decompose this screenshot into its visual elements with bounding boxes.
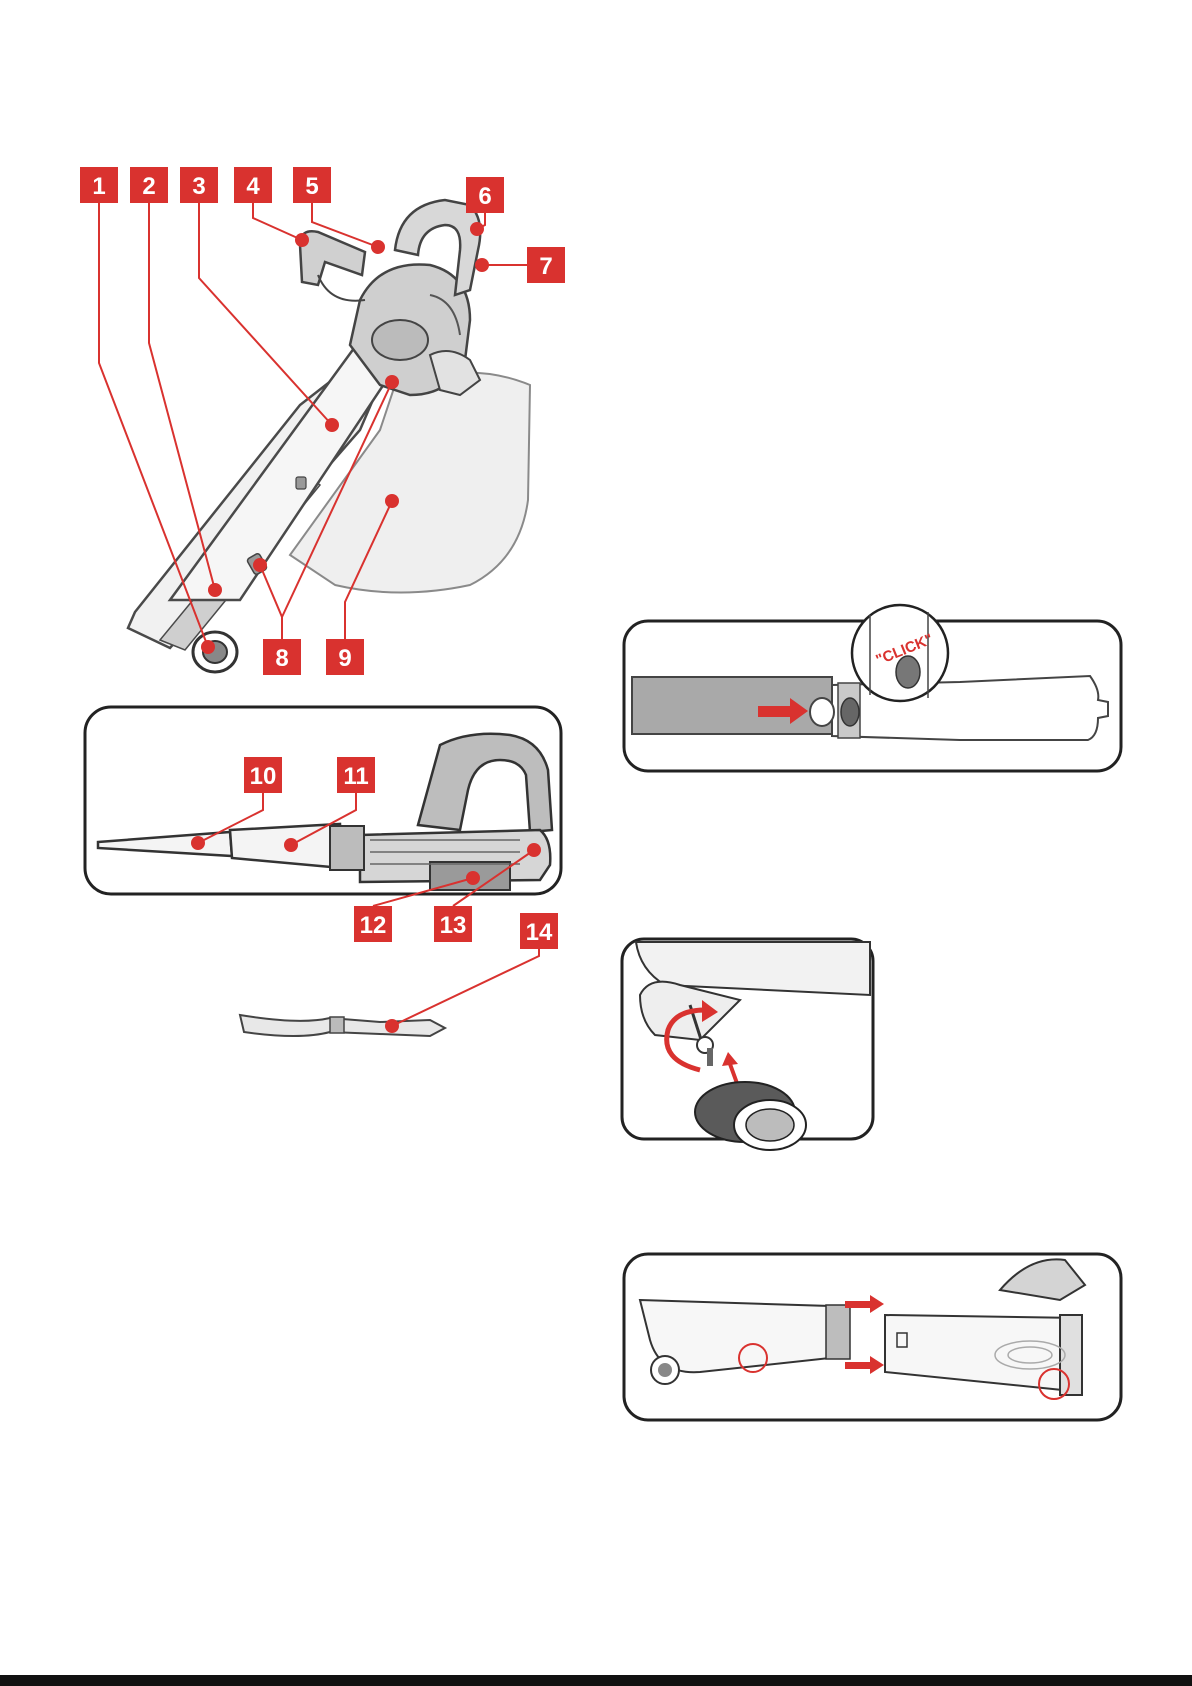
callout-tag-8: 8 [263,639,301,675]
callout-tag-6: 6 [466,177,504,213]
svg-text:9: 9 [338,645,351,672]
svg-text:12: 12 [360,912,387,939]
svg-text:2: 2 [142,173,155,200]
latch-button [810,698,834,726]
callout-tag-10: 10 [244,757,282,793]
svg-text:11: 11 [343,763,368,790]
step-panel-tube-assembly [624,1254,1121,1420]
outer-tube [632,677,832,734]
svg-text:13: 13 [440,912,467,939]
callout-tag-1: 1 [80,167,118,203]
callout-tag-4: 4 [234,167,272,203]
svg-text:14: 14 [526,919,553,946]
step-panel-wheel-attach [622,939,873,1150]
blower-configuration-panel: 10 11 12 13 [85,707,561,942]
callout-tag-14: 14 [520,913,558,949]
svg-text:3: 3 [192,173,205,200]
callout-tag-2: 2 [130,167,168,203]
step-panel-tube-click: "CLICK" [624,605,1121,771]
callout-tag-13: 13 [434,906,472,942]
callout-tag-12: 12 [354,906,392,942]
callout-tag-11: 11 [337,757,375,793]
svg-text:4: 4 [246,173,260,200]
wheel [193,632,237,672]
svg-text:6: 6 [478,183,491,210]
callout-tag-7: 7 [527,247,565,283]
page-bottom-rule [0,1675,1192,1686]
shoulder-strap-illustration: 14 [240,913,558,1036]
callout-tag-9: 9 [326,639,364,675]
svg-text:7: 7 [539,253,552,280]
callout-tag-3: 3 [180,167,218,203]
svg-text:1: 1 [92,173,105,200]
click-detail-inset: "CLICK" [852,605,948,701]
svg-text:10: 10 [250,763,277,790]
main-blower-vac-illustration: 1 2 3 4 5 6 7 8 [80,167,565,675]
svg-text:5: 5 [305,173,318,200]
svg-text:8: 8 [275,645,288,672]
callout-tag-5: 5 [293,167,331,203]
